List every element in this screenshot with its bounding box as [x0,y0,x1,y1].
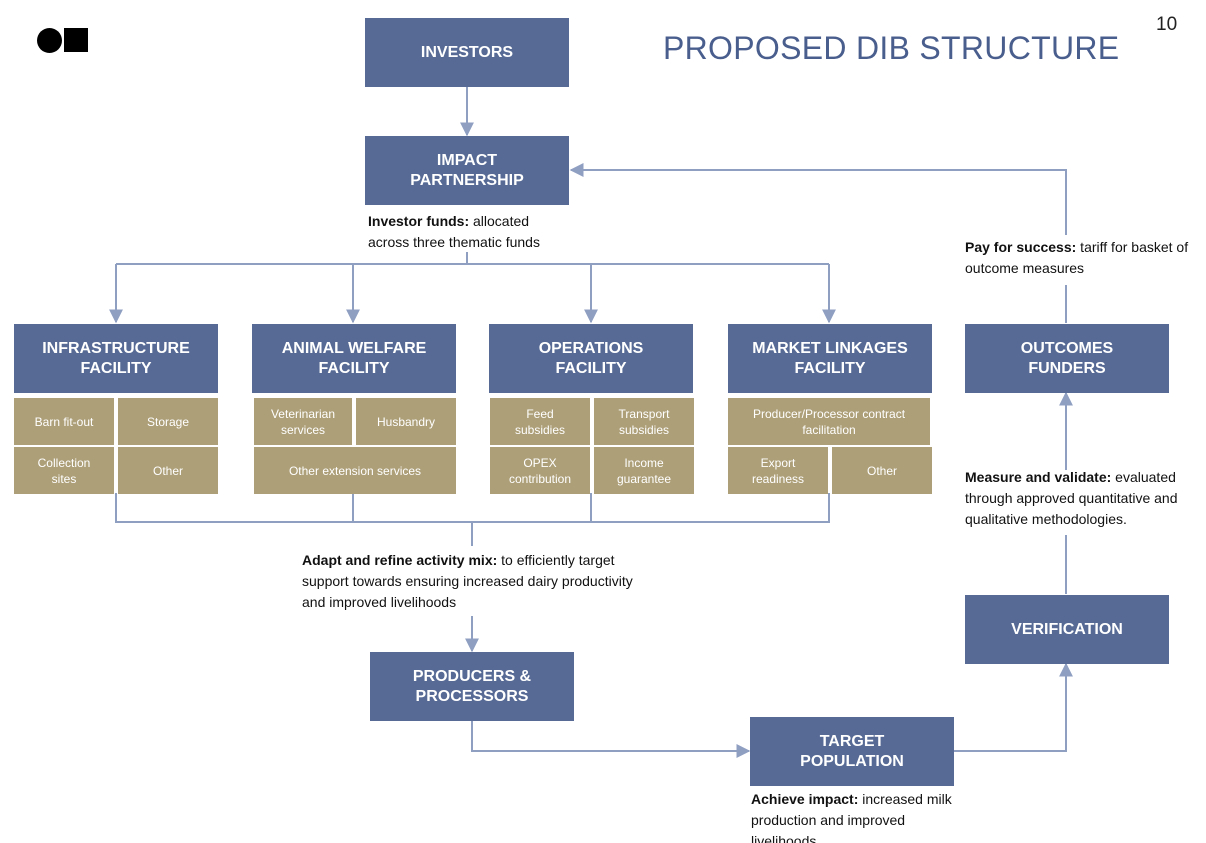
logo-circle [37,28,62,53]
impact-partnership-box: IMPACT PARTNERSHIP [365,136,569,205]
market-linkages-facility-box: MARKET LINKAGES FACILITY [728,324,932,393]
adapt-refine-note: Adapt and refine activity mix: to effici… [302,552,633,610]
market-linkages-facility-label-line1: MARKET LINKAGES [752,339,908,357]
infrastructure-facility-label-line1: INFRASTRUCTURE [42,339,190,357]
target-population-label-line2: POPULATION [800,752,904,770]
verification-label: VERIFICATION [1011,620,1123,638]
achieve-impact-note: Achieve impact: increased milk productio… [751,791,952,843]
outcomes-funders-label-line1: OUTCOMES [1020,339,1114,357]
investors-box: INVESTORS [365,18,569,87]
operations-facility-label-line1: OPERATIONS [538,339,644,357]
facility-item-other-market: Other [832,447,932,494]
facility-item-other-extension-services: Other extension services [254,447,456,494]
facility-item-storage: Storage [118,398,218,445]
target-population-label-line1: TARGET [819,732,885,750]
producers-processors-box: PRODUCERS & PROCESSORS [370,652,574,721]
facility-item-husbandry: Husbandry [356,398,456,445]
pay-for-success-note: Pay for success: tariff for basket of ou… [965,239,1189,276]
investor-funds-note: Investor funds: allocated across three t… [368,213,540,250]
facility-item-barn-fitout: Barn fit-out [14,398,114,445]
animal-welfare-facility-label-line1: ANIMAL WELFARE [281,339,427,357]
impact-partnership-label-line1: IMPACT [436,151,498,169]
operations-facility-box: OPERATIONS FACILITY [489,324,693,393]
facility-item-other-infrastructure: Other [118,447,218,494]
infrastructure-facility-box: INFRASTRUCTURE FACILITY [14,324,218,393]
producers-processors-label-line2: PROCESSORS [415,687,529,705]
target-population-box: TARGET POPULATION [750,717,954,786]
operations-facility-label-line2: FACILITY [555,359,627,377]
outcomes-funders-box: OUTCOMES FUNDERS [965,324,1169,393]
animal-welfare-facility-box: ANIMAL WELFARE FACILITY [252,324,456,393]
outcomes-funders-label-line2: FUNDERS [1028,359,1106,377]
producers-processors-label-line1: PRODUCERS & [412,667,532,685]
verification-box: VERIFICATION [965,595,1169,664]
logo-square [64,28,88,52]
investors-label: INVESTORS [420,43,514,61]
animal-welfare-facility-label-line2: FACILITY [318,359,390,377]
impact-partnership-label-line2: PARTNERSHIP [410,171,524,189]
page-number: 10 [1156,14,1178,35]
market-linkages-facility-label-line2: FACILITY [794,359,866,377]
measure-validate-note: Measure and validate: evaluated through … [965,469,1178,527]
infrastructure-facility-label-line2: FACILITY [80,359,152,377]
slide-title: PROPOSED DIB STRUCTURE [663,30,1120,66]
